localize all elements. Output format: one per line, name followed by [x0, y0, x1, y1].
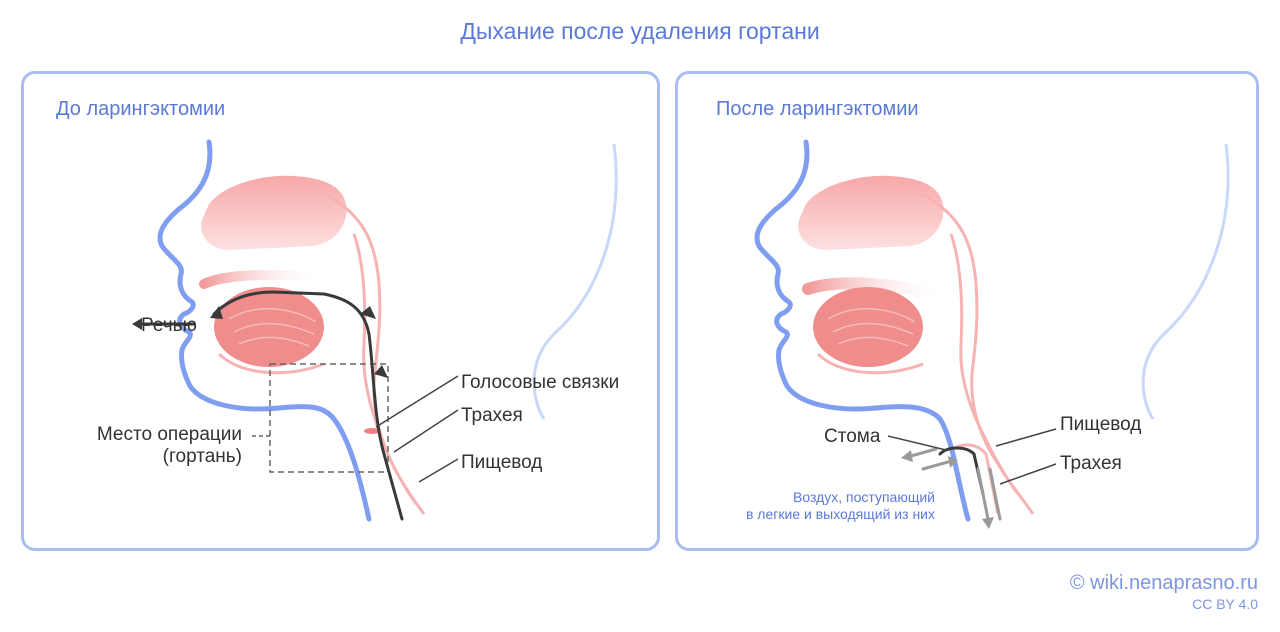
label-stoma: Стома [824, 426, 881, 447]
face-profile-outline [157, 139, 372, 522]
anatomy-before-diagram [132, 139, 618, 522]
tongue-shape [214, 287, 324, 367]
head-back-outline [1141, 143, 1230, 420]
page-title: Дыхание после удаления гортани [460, 18, 820, 44]
anatomy-after-diagram [754, 139, 1230, 529]
head-back-outline [532, 143, 618, 420]
nasal-cavity-shape [201, 175, 347, 250]
label-esophagus-before: Пищевод [461, 452, 543, 473]
airflow-arrowheads [901, 450, 994, 529]
label-air-flow: Воздух, поступающий в легкие и выходящий… [708, 489, 935, 523]
label-air-flow-line1: Воздух, поступающий [793, 489, 935, 505]
label-esophagus-after: Пищевод [1060, 414, 1142, 435]
stoma-opening [938, 446, 985, 496]
panel-heading-after: После ларингэктомии [716, 98, 919, 120]
credit-block: © wiki.nenaprasno.ru CC BY 4.0 [1070, 572, 1258, 612]
credit-site-link[interactable]: © wiki.nenaprasno.ru [1069, 572, 1258, 594]
vocal-cords-mark [364, 428, 380, 434]
panel-heading-before: До ларингэктомии [56, 98, 226, 120]
label-trachea-before: Трахея [461, 405, 523, 426]
tongue-texture [827, 308, 916, 347]
airflow-arrowheads [132, 306, 388, 378]
face-profile-outline [754, 139, 971, 522]
label-pointer-lines [887, 428, 1057, 485]
esophagus-wall-back [949, 233, 1020, 495]
panel-after-laryngectomy: После ларингэктомии [675, 71, 1259, 551]
label-surgery-site: Место операции (гортань) [72, 424, 242, 468]
label-speech: Речью [141, 315, 197, 336]
lower-jaw-shape [816, 352, 924, 375]
nasal-cavity-shape [798, 175, 944, 250]
lower-jaw-shape [217, 352, 325, 375]
surgery-site-box [269, 363, 389, 473]
upper-mouth-fade [802, 277, 954, 305]
label-surgery-site-line1: Место операции [96, 424, 242, 445]
upper-mouth-fade [199, 269, 329, 289]
label-trachea-after: Трахея [1060, 453, 1122, 474]
label-pointer-lines [375, 375, 459, 483]
label-surgery-site-line2: (гортань) [162, 446, 242, 467]
tongue-shape [813, 287, 923, 367]
tongue-texture [228, 308, 317, 347]
airflow-breathing-arrows [909, 447, 1002, 521]
panel-before-laryngectomy: До ларингэктомии [21, 71, 660, 551]
label-air-flow-line2: в легкие и выходящий из них [745, 506, 935, 522]
esophagus-wall-back [352, 233, 426, 515]
label-vocal-cords: Голосовые связки [461, 372, 620, 393]
license-text: CC BY 4.0 [1192, 596, 1258, 612]
